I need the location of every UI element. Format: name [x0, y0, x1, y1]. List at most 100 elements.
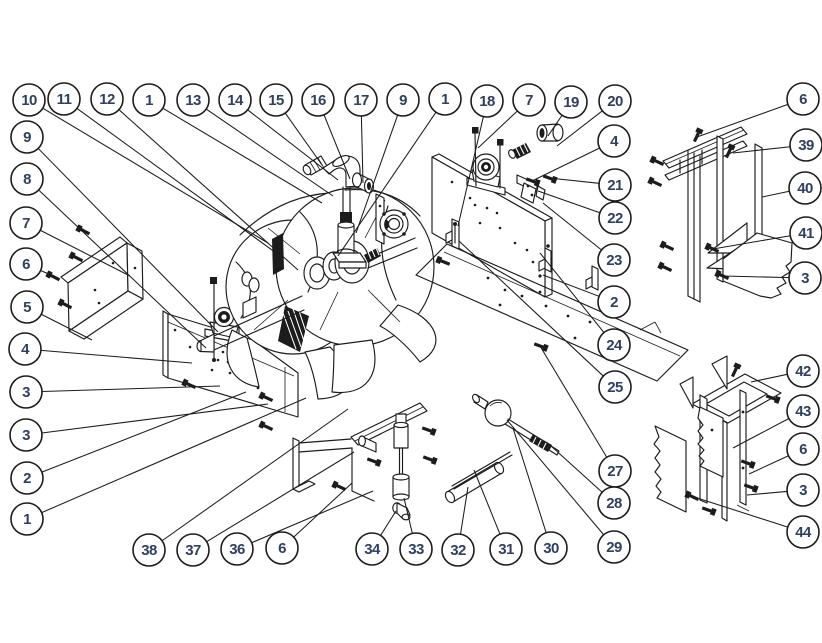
callout-16: 16	[301, 83, 351, 180]
callout-balloon	[598, 84, 632, 118]
callout-23: 23	[542, 202, 631, 277]
callout-number: 6	[799, 441, 807, 458]
callout-balloon	[786, 432, 820, 466]
callout-number: 15	[268, 92, 284, 109]
callout-number: 23	[606, 252, 622, 269]
callout-number: 17	[353, 92, 369, 109]
handle-ball-grip	[471, 393, 560, 456]
callout-number: 32	[450, 542, 466, 559]
leader-line	[118, 109, 299, 271]
callout-balloon	[12, 83, 46, 117]
callout-9: 9	[355, 83, 420, 234]
callout-32: 32	[441, 486, 475, 567]
callout-balloon	[10, 162, 44, 196]
callout-2: 2	[10, 391, 247, 495]
frame-corner-detail-lower	[653, 355, 782, 522]
callout-number: 1	[23, 511, 31, 528]
callout-number: 8	[23, 171, 31, 188]
callout-balloon	[598, 370, 632, 404]
callout-3: 3	[9, 375, 221, 409]
callout-number: 33	[408, 541, 424, 558]
callout-number: 42	[795, 363, 811, 380]
callout-39: 39	[732, 128, 822, 162]
callout-4: 4	[8, 332, 193, 366]
left-mount-bracket	[45, 224, 144, 340]
callout-number: 31	[498, 541, 514, 558]
leader-line	[37, 148, 219, 333]
callout-7: 7	[477, 83, 546, 149]
leader-line	[360, 115, 364, 184]
callout-21: 21	[548, 168, 632, 202]
callout-number: 24	[606, 337, 623, 354]
callout-number: 20	[607, 93, 623, 110]
callout-balloon	[344, 83, 378, 117]
callout-number: 4	[21, 341, 30, 358]
callout-7: 7	[9, 206, 131, 277]
leader-line	[473, 469, 501, 535]
callout-20: 20	[556, 84, 632, 147]
callout-balloon	[265, 531, 299, 565]
callout-1: 1	[337, 82, 462, 257]
callout-balloon	[512, 83, 546, 117]
callout-42: 42	[750, 354, 820, 388]
callout-11: 11	[47, 82, 284, 259]
callout-balloon	[399, 532, 433, 566]
callout-balloon	[355, 532, 389, 566]
callout-number: 7	[22, 215, 30, 232]
callout-1: 1	[132, 83, 323, 204]
callout-balloon	[786, 82, 820, 116]
leader-line	[41, 385, 221, 393]
callout-number: 6	[22, 256, 30, 273]
callout-balloon	[441, 533, 475, 567]
callout-38: 38	[132, 408, 349, 567]
leader-line	[403, 497, 413, 534]
leader-line	[556, 110, 603, 147]
callout-balloon	[786, 354, 820, 388]
callout-balloon	[220, 532, 254, 566]
callout-balloon	[788, 261, 822, 295]
callout-number: 6	[799, 91, 807, 108]
callout-6: 6	[696, 82, 820, 138]
callout-40: 40	[761, 171, 822, 205]
callout-44: 44	[693, 496, 820, 549]
callout-31: 31	[473, 469, 523, 566]
callout-number: 13	[185, 92, 201, 109]
callout-balloon	[9, 418, 43, 452]
callout-22: 22	[537, 190, 632, 235]
leader-line	[457, 116, 484, 227]
callout-24: 24	[539, 252, 631, 362]
callout-balloon	[10, 502, 44, 536]
right-side-plate	[431, 123, 564, 298]
leader-line	[539, 345, 608, 458]
leader-line	[542, 274, 600, 297]
callout-36: 36	[220, 490, 374, 566]
callout-number: 3	[22, 427, 30, 444]
callout-1: 1	[10, 397, 307, 536]
callout-number: 30	[543, 540, 559, 557]
callout-balloon	[786, 394, 820, 428]
callout-33: 33	[399, 497, 433, 566]
callout-number: 12	[99, 91, 115, 108]
callout-4: 4	[531, 124, 631, 182]
callout-number: 6	[278, 540, 286, 557]
callout-number: 21	[607, 177, 623, 194]
callout-number: 34	[364, 541, 381, 558]
callout-number: 22	[607, 210, 623, 227]
leader-line	[161, 408, 349, 542]
leader-line	[251, 490, 374, 544]
leader-line	[206, 451, 355, 543]
callout-balloon	[597, 486, 631, 520]
gun-holder-bracket	[292, 402, 438, 521]
leader-line	[477, 110, 518, 149]
hose-tube-and-rod	[444, 451, 513, 504]
leader-line	[40, 269, 61, 280]
leader-line	[284, 112, 323, 166]
leader-line	[337, 111, 437, 257]
callout-25: 25	[458, 240, 632, 404]
callout-balloon	[9, 247, 43, 281]
callout-balloon	[218, 83, 252, 117]
callout-number: 3	[22, 384, 30, 401]
leader-line	[693, 496, 788, 528]
callout-balloon	[8, 332, 42, 366]
